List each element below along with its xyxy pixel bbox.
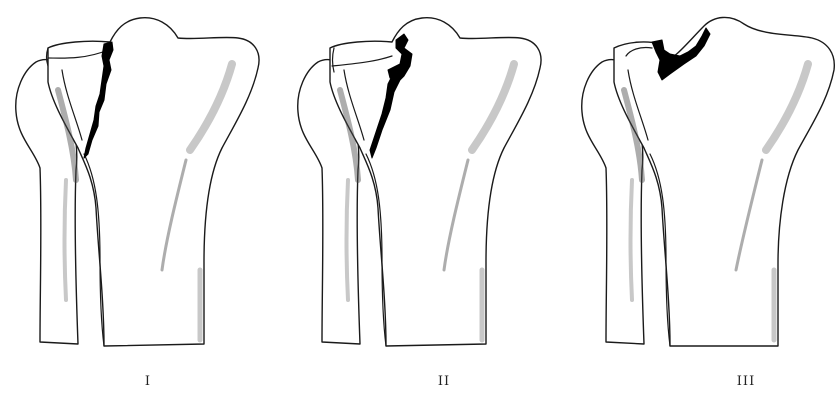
panel-label-1: I [128,374,168,389]
panel-type-3: III [566,0,836,398]
tibia-illustration-type-1 [0,0,280,398]
panel-label-3: III [726,374,766,389]
tibia-illustration-type-2 [282,0,562,398]
tibia-outline [614,17,834,346]
panel-label-2: II [424,374,464,389]
panel-type-1: I [0,0,280,398]
tibia-illustration-type-3 [566,0,836,398]
panel-type-2: II [282,0,562,398]
